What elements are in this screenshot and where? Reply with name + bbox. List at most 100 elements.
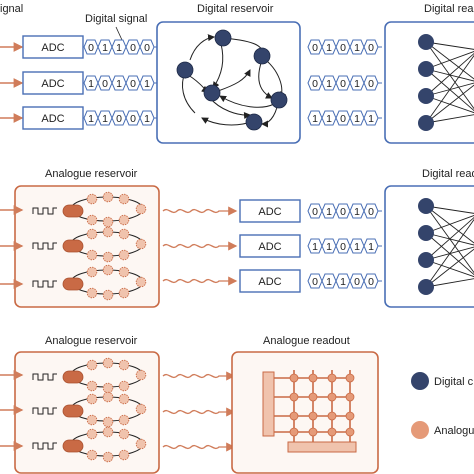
reservoir-node (86, 249, 98, 261)
crossbar-node (289, 411, 299, 421)
nn-connection (425, 41, 474, 80)
crossbar-node (345, 373, 355, 383)
legend-analogue-label: Analogue (434, 425, 474, 437)
square-wave-icon (32, 207, 57, 215)
digital-signal-label: Digital signal (85, 13, 147, 25)
reservoir-node (118, 249, 130, 261)
bit-value: 1 (88, 113, 94, 125)
crossbar-node (289, 392, 299, 402)
reservoir-node (102, 264, 114, 276)
reservoir-node (102, 289, 114, 301)
nn-connection (425, 41, 474, 50)
digital-readout-box-2 (384, 185, 474, 308)
adc-box (22, 71, 84, 95)
row3-input-arrows (0, 370, 24, 451)
input-node (62, 277, 84, 291)
reservoir-node (102, 426, 114, 438)
bit-value: 1 (326, 276, 332, 288)
reservoir-node (86, 228, 98, 240)
nn-connection (425, 246, 474, 261)
reservoir-node (135, 238, 147, 250)
reservoir-node (102, 451, 114, 463)
bit-value: 0 (368, 78, 374, 90)
input-node (62, 404, 84, 418)
analogue-loops-2 (32, 357, 147, 463)
input-node (62, 204, 84, 218)
crossbar-node (327, 411, 337, 421)
nn-node (418, 279, 434, 295)
adc-box (22, 35, 84, 59)
square-wave-icon (32, 242, 57, 250)
reservoir-node (118, 380, 130, 392)
reservoir-node (135, 369, 147, 381)
reservoir-node (86, 449, 98, 461)
analogue-reservoir-title-1: Analogue reservoir (45, 168, 138, 180)
bit-value: 0 (340, 42, 346, 54)
square-wave-icon (32, 280, 57, 288)
bit-value: 0 (368, 276, 374, 288)
row1-input-arrows (0, 42, 24, 123)
row3-wave-signals (162, 371, 236, 452)
bit-value: 1 (326, 113, 332, 125)
bit-value: 1 (368, 241, 374, 253)
adc-label: ADC (41, 42, 64, 54)
bit-value: 1 (116, 42, 122, 54)
bit-value: 1 (312, 113, 318, 125)
bit-value: 1 (312, 241, 318, 253)
bit-value: 0 (130, 78, 136, 90)
reservoir-node (102, 251, 114, 263)
reservoir-node (102, 357, 114, 369)
bit-value: 0 (312, 206, 318, 218)
crossbar-node (308, 427, 318, 437)
bit-value: 0 (130, 113, 136, 125)
adc-label: ADC (258, 276, 281, 288)
reservoir-node (102, 226, 114, 238)
adc-label: ADC (41, 113, 64, 125)
analogue-readout-title: Analogue readout (263, 335, 350, 347)
reservoir-node (118, 287, 130, 299)
reservoir-node (86, 359, 98, 371)
nn-connection (425, 50, 474, 70)
nn-connection (425, 214, 474, 234)
bit-value: 1 (340, 276, 346, 288)
legend-analogue-marker (411, 421, 429, 439)
bit-value: 1 (354, 241, 360, 253)
nn-connection (425, 82, 474, 97)
adc-label: ADC (258, 241, 281, 253)
nn-node (418, 198, 434, 214)
reservoir-node (135, 403, 147, 415)
bit-value: 0 (312, 276, 318, 288)
nn-connection (425, 54, 474, 124)
adc-box (22, 106, 84, 130)
crossbar-node (327, 392, 337, 402)
nn-connection (425, 205, 474, 274)
nn-connection (425, 114, 474, 124)
bit-value: 0 (340, 241, 346, 253)
square-wave-icon (32, 407, 57, 415)
legend-digital-marker (411, 372, 429, 390)
reservoir-node (118, 266, 130, 278)
reservoir-node (118, 414, 130, 426)
bit-value: 0 (368, 206, 374, 218)
bit-value: 1 (144, 78, 150, 90)
nn-node (418, 61, 434, 77)
bit-value: 1 (144, 113, 150, 125)
crossbar-node (289, 427, 299, 437)
row2-input-arrows (0, 205, 24, 289)
bit-value: 1 (326, 78, 332, 90)
bit-value: 0 (340, 113, 346, 125)
reservoir-node (118, 428, 130, 440)
reservoir-node (86, 428, 98, 440)
bit-value: 0 (354, 276, 360, 288)
reservoir-node (86, 266, 98, 278)
input-node (62, 439, 84, 453)
legend-digital-label: Digital c (434, 376, 474, 388)
nn-connection (425, 95, 474, 114)
bit-value: 0 (312, 42, 318, 54)
bit-value: 0 (102, 78, 108, 90)
reservoir-node (118, 228, 130, 240)
